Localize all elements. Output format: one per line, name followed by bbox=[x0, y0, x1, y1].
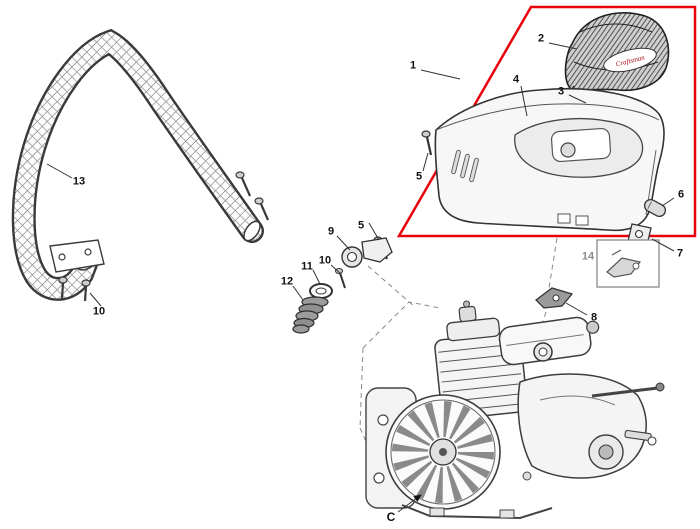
part-label-10a: 10 bbox=[318, 254, 332, 267]
part-label-5a: 5 bbox=[415, 170, 423, 183]
part-label-1: 1 bbox=[409, 59, 417, 72]
choke-bracket bbox=[341, 237, 393, 268]
part-label-7: 7 bbox=[676, 247, 684, 260]
part-label-9: 9 bbox=[327, 225, 335, 238]
clamp-screws bbox=[58, 276, 91, 302]
part-label-13: 13 bbox=[72, 175, 86, 188]
handle-clamp-plate bbox=[49, 239, 105, 273]
flywheel bbox=[385, 394, 501, 510]
part-label-C: C bbox=[386, 510, 396, 524]
part-label-12: 12 bbox=[280, 275, 294, 288]
part-label-10b: 10 bbox=[92, 305, 106, 318]
part-label-8: 8 bbox=[590, 311, 598, 324]
engine-feet bbox=[401, 504, 553, 520]
crankcase bbox=[517, 373, 647, 479]
part-label-4: 4 bbox=[512, 73, 520, 86]
handlebar-screws bbox=[235, 171, 270, 221]
part-label-2: 2 bbox=[537, 32, 545, 45]
grommet-tube bbox=[643, 199, 667, 217]
stop-lever bbox=[535, 287, 574, 309]
cover-screw-top bbox=[421, 130, 433, 156]
engine-assembly bbox=[365, 300, 665, 520]
throttle-rod bbox=[591, 386, 659, 398]
chain-catcher bbox=[522, 471, 532, 481]
cluster-screw bbox=[334, 267, 346, 289]
part-label-14: 14 bbox=[581, 250, 595, 263]
bellows-boot bbox=[292, 296, 329, 334]
front-handlebar bbox=[11, 28, 264, 301]
washer-ring bbox=[309, 283, 333, 299]
leader-lines bbox=[46, 42, 675, 513]
engine-top-cover bbox=[434, 87, 665, 232]
part-label-6: 6 bbox=[677, 188, 685, 201]
inset-detail-box bbox=[596, 239, 660, 288]
part-label-5b: 5 bbox=[357, 219, 365, 232]
part-label-11: 11 bbox=[301, 260, 313, 273]
part-label-3: 3 bbox=[557, 85, 565, 98]
air-filter-cover: Craftsman bbox=[564, 12, 670, 98]
